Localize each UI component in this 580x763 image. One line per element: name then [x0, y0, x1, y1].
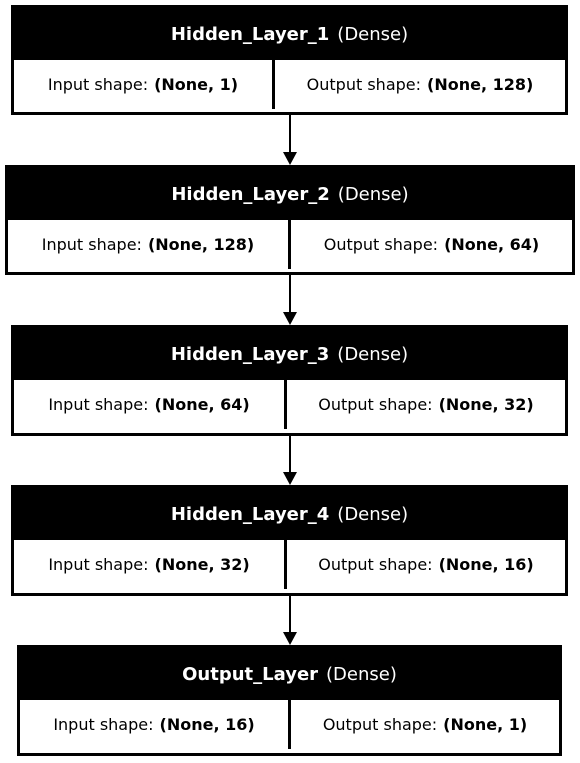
layer-header: Hidden_Layer_1 (Dense): [14, 8, 565, 60]
layer-node-hidden-layer-3: Hidden_Layer_3 (Dense) Input shape: (Non…: [11, 325, 568, 436]
arrowhead-icon: [283, 472, 297, 485]
layer-name: Output_Layer: [182, 663, 319, 685]
layer-header: Hidden_Layer_3 (Dense): [14, 328, 565, 380]
layer-shape-row: Input shape: (None, 128) Output shape: (…: [8, 220, 572, 269]
input-shape-value: (None, 32): [154, 555, 250, 574]
connector-line: [289, 115, 291, 155]
input-shape-value: (None, 64): [154, 395, 250, 414]
input-shape-label: Input shape:: [48, 395, 149, 414]
arrowhead-icon: [283, 312, 297, 325]
layer-type: (Dense): [337, 503, 409, 525]
input-shape-value: (None, 128): [147, 235, 255, 254]
output-shape-label: Output shape:: [306, 75, 422, 94]
input-shape-cell: Input shape: (None, 64): [14, 380, 284, 429]
input-shape-label: Input shape:: [53, 715, 154, 734]
output-shape-cell: Output shape: (None, 64): [288, 220, 572, 269]
input-shape-label: Input shape:: [47, 75, 149, 94]
output-shape-value: (None, 1): [443, 715, 528, 734]
layer-node-output-layer: Output_Layer (Dense) Input shape: (None,…: [17, 645, 562, 756]
layer-header: Output_Layer (Dense): [20, 648, 559, 700]
input-shape-cell: Input shape: (None, 16): [20, 700, 288, 749]
layer-type: (Dense): [337, 183, 409, 205]
output-shape-label: Output shape:: [318, 395, 433, 414]
input-shape-value: (None, 1): [154, 75, 239, 94]
output-shape-label: Output shape:: [322, 715, 438, 734]
output-shape-cell: Output shape: (None, 32): [284, 380, 565, 429]
connector-line: [289, 436, 291, 475]
arrowhead-icon: [283, 152, 297, 165]
layer-name: Hidden_Layer_1: [170, 23, 330, 45]
layer-name: Hidden_Layer_3: [170, 343, 330, 365]
output-shape-value: (None, 32): [438, 395, 534, 414]
input-shape-cell: Input shape: (None, 1): [14, 60, 272, 109]
input-shape-cell: Input shape: (None, 128): [8, 220, 288, 269]
connector-line: [289, 275, 291, 315]
output-shape-cell: Output shape: (None, 128): [272, 60, 565, 109]
output-shape-label: Output shape:: [323, 235, 439, 254]
layer-type: (Dense): [326, 663, 397, 685]
layer-node-hidden-layer-4: Hidden_Layer_4 (Dense) Input shape: (Non…: [11, 485, 568, 596]
layer-shape-row: Input shape: (None, 16) Output shape: (N…: [20, 700, 559, 749]
input-shape-cell: Input shape: (None, 32): [14, 540, 284, 589]
connector-line: [289, 596, 291, 635]
layer-shape-row: Input shape: (None, 32) Output shape: (N…: [14, 540, 565, 589]
input-shape-value: (None, 16): [159, 715, 255, 734]
arrowhead-icon: [283, 632, 297, 645]
output-shape-cell: Output shape: (None, 16): [284, 540, 565, 589]
layer-type: (Dense): [337, 343, 409, 365]
output-shape-cell: Output shape: (None, 1): [288, 700, 559, 749]
layer-name: Hidden_Layer_4: [170, 503, 330, 525]
layer-node-hidden-layer-1: Hidden_Layer_1 (Dense) Input shape: (Non…: [11, 5, 568, 115]
output-shape-value: (None, 128): [427, 75, 534, 94]
layer-name: Hidden_Layer_2: [171, 183, 330, 205]
layer-header: Hidden_Layer_4 (Dense): [14, 488, 565, 540]
layer-type: (Dense): [337, 23, 409, 45]
layer-shape-row: Input shape: (None, 1) Output shape: (No…: [14, 60, 565, 109]
layer-shape-row: Input shape: (None, 64) Output shape: (N…: [14, 380, 565, 429]
output-shape-value: (None, 16): [438, 555, 534, 574]
layer-node-hidden-layer-2: Hidden_Layer_2 (Dense) Input shape: (Non…: [5, 165, 575, 275]
output-shape-label: Output shape:: [318, 555, 433, 574]
input-shape-label: Input shape:: [41, 235, 142, 254]
output-shape-value: (None, 64): [444, 235, 540, 254]
layer-header: Hidden_Layer_2 (Dense): [8, 168, 572, 220]
input-shape-label: Input shape:: [48, 555, 149, 574]
